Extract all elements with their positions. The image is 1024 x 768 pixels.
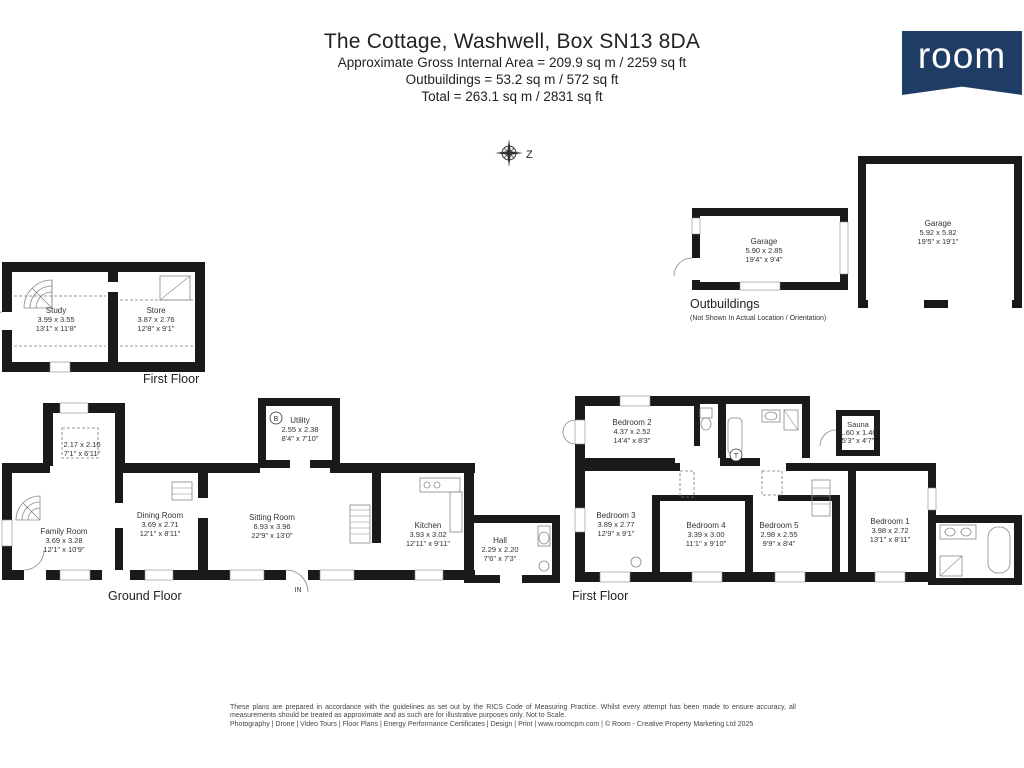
bedroom3-imperial: 12'9" x 9'1" [598,529,635,538]
ground-floor-label: Ground Floor [108,589,182,603]
utility-metric: 2.55 x 2.38 [281,425,318,434]
study-metric: 3.99 x 3.55 [37,315,74,324]
family-room-imperial: 12'1" x 10'9" [43,545,84,554]
footer-disclaimer: These plans are prepared in accordance w… [230,704,796,720]
garage-small-label: Garage [751,237,778,246]
utility-label: Utility [290,416,310,425]
bedroom3-metric: 3.89 x 2.77 [597,520,634,529]
outbuildings-note: (Not Shown In Actual Location / Orientat… [690,315,826,322]
ground-floor-walls [1,398,560,593]
entrance-marker: IN [295,587,302,594]
outbuildings-area: Outbuildings = 53.2 sq m / 572 sq ft [405,72,619,87]
sitting-room-label: Sitting Room [249,513,295,522]
bedroom4-metric: 3.39 x 3.00 [687,530,724,539]
gross-internal-area: Approximate Gross Internal Area = 209.9 … [337,55,687,70]
sauna-metric: 1.60 x 1.40 [839,428,876,437]
garage-large-label: Garage [925,219,952,228]
compass-icon: Z [495,139,533,167]
study-imperial: 13'1" x 11'8" [36,324,77,333]
family-room-label: Family Room [40,527,87,536]
boiler-marker: B [274,416,279,423]
dining-room-label: Dining Room [137,511,184,520]
first-floor-annex-label: First Floor [143,372,199,386]
sauna-label: Sauna [847,420,870,429]
garage-large-imperial: 19'5" x 19'1" [917,237,958,246]
first-floor-walls [562,395,1022,585]
kitchen-imperial: 12'11" x 9'11" [406,539,451,548]
dining-room-metric: 3.69 x 2.71 [141,520,178,529]
study-label: Study [46,306,66,315]
bedroom4-imperial: 11'1" x 9'10" [686,539,727,548]
unnamed-room-imperial: 7'1" x 6'11" [64,449,101,458]
garage-small-imperial: 19'4" x 9'4" [746,255,783,264]
family-room-metric: 3.69 x 3.28 [45,536,82,545]
room-logo-text: room [917,35,1007,76]
total-area: Total = 263.1 sq m / 2831 sq ft [421,89,603,104]
sitting-room-metric: 6.93 x 3.96 [253,522,290,531]
kitchen-label: Kitchen [415,521,442,530]
dining-room-imperial: 12'1" x 8'11" [140,529,181,538]
utility-imperial: 8'4" x 7'10" [282,434,319,443]
kitchen-metric: 3.93 x 3.02 [409,530,446,539]
bedroom5-label: Bedroom 5 [759,521,799,530]
bedroom1-imperial: 13'1" x 8'11" [870,535,911,544]
bedroom2-label: Bedroom 2 [612,418,652,427]
outbuildings-walls [673,156,1022,308]
store-label: Store [146,306,166,315]
unnamed-room-metric: 2.17 x 2.10 [63,440,100,449]
footer-credits: Photography | Drone | Video Tours | Floo… [230,720,754,728]
plan-header: The Cottage, Washwell, Box SN13 8DA Appr… [0,30,1024,105]
outbuildings-title: Outbuildings [690,297,760,311]
bedroom2-metric: 4.37 x 2.52 [613,427,650,436]
store-imperial: 12'8" x 9'1" [138,324,175,333]
bedroom5-metric: 2.98 x 2.55 [760,530,797,539]
sauna-imperial: 5'3" x 4'7" [842,436,875,445]
ground-floor-fixtures [15,411,551,572]
room-logo: room [902,31,1022,95]
bedroom1-label: Bedroom 1 [870,517,910,526]
first-floor-annex [0,262,205,373]
hall-label: Hall [493,536,507,545]
tank-marker: T [734,453,739,460]
plan-footer: These plans are prepared in accordance w… [230,704,796,729]
compass-label: Z [526,149,533,161]
bedroom1-metric: 3.98 x 2.72 [871,526,908,535]
bedroom3-label: Bedroom 3 [596,511,636,520]
bedroom4-label: Bedroom 4 [686,521,726,530]
sitting-room-imperial: 22'9" x 13'0" [251,531,292,540]
bedroom2-imperial: 14'4" x 8'3" [614,436,651,445]
store-metric: 3.87 x 2.76 [137,315,174,324]
first-floor-label: First Floor [572,589,628,603]
property-address-title: The Cottage, Washwell, Box SN13 8DA [323,30,701,53]
bedroom5-imperial: 9'9" x 8'4" [763,539,796,548]
hall-metric: 2.29 x 2.20 [481,545,518,554]
garage-small-metric: 5.90 x 2.85 [745,246,782,255]
hall-imperial: 7'6" x 7'3" [484,554,517,563]
first-floor-fixtures [630,407,1011,577]
garage-large-metric: 5.92 x 5.82 [919,228,956,237]
